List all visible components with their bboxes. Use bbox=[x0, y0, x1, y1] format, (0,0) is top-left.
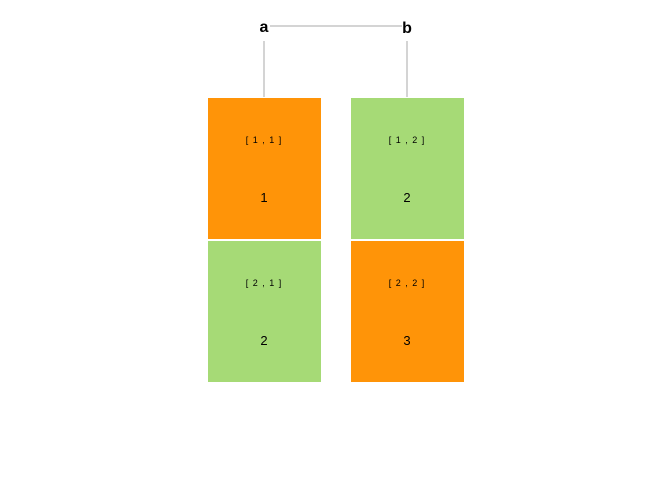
cell-1-1: [ 1 , 1 ] 1 bbox=[208, 98, 321, 239]
cell-2-2-box bbox=[351, 241, 464, 382]
cell-1-2-index: [ 1 , 2 ] bbox=[389, 135, 426, 145]
cell-1-1-value: 1 bbox=[260, 190, 267, 205]
cell-2-2: [ 2 , 2 ] 3 bbox=[351, 241, 464, 382]
column-label-a: a bbox=[260, 19, 269, 36]
cell-2-1-index: [ 2 , 1 ] bbox=[246, 278, 283, 288]
cell-1-2-value: 2 bbox=[403, 190, 410, 205]
cell-1-1-index: [ 1 , 1 ] bbox=[246, 135, 283, 145]
cell-2-2-index: [ 2 , 2 ] bbox=[389, 278, 426, 288]
cell-2-1-value: 2 bbox=[260, 333, 267, 348]
cell-1-2: [ 1 , 2 ] 2 bbox=[351, 98, 464, 239]
cell-2-1-box bbox=[208, 241, 321, 382]
column-label-b: b bbox=[402, 20, 412, 37]
cell-1-2-box bbox=[351, 98, 464, 239]
cell-2-1: [ 2 , 1 ] 2 bbox=[208, 241, 321, 382]
cell-2-2-value: 3 bbox=[403, 333, 410, 348]
cell-1-1-box bbox=[208, 98, 321, 239]
